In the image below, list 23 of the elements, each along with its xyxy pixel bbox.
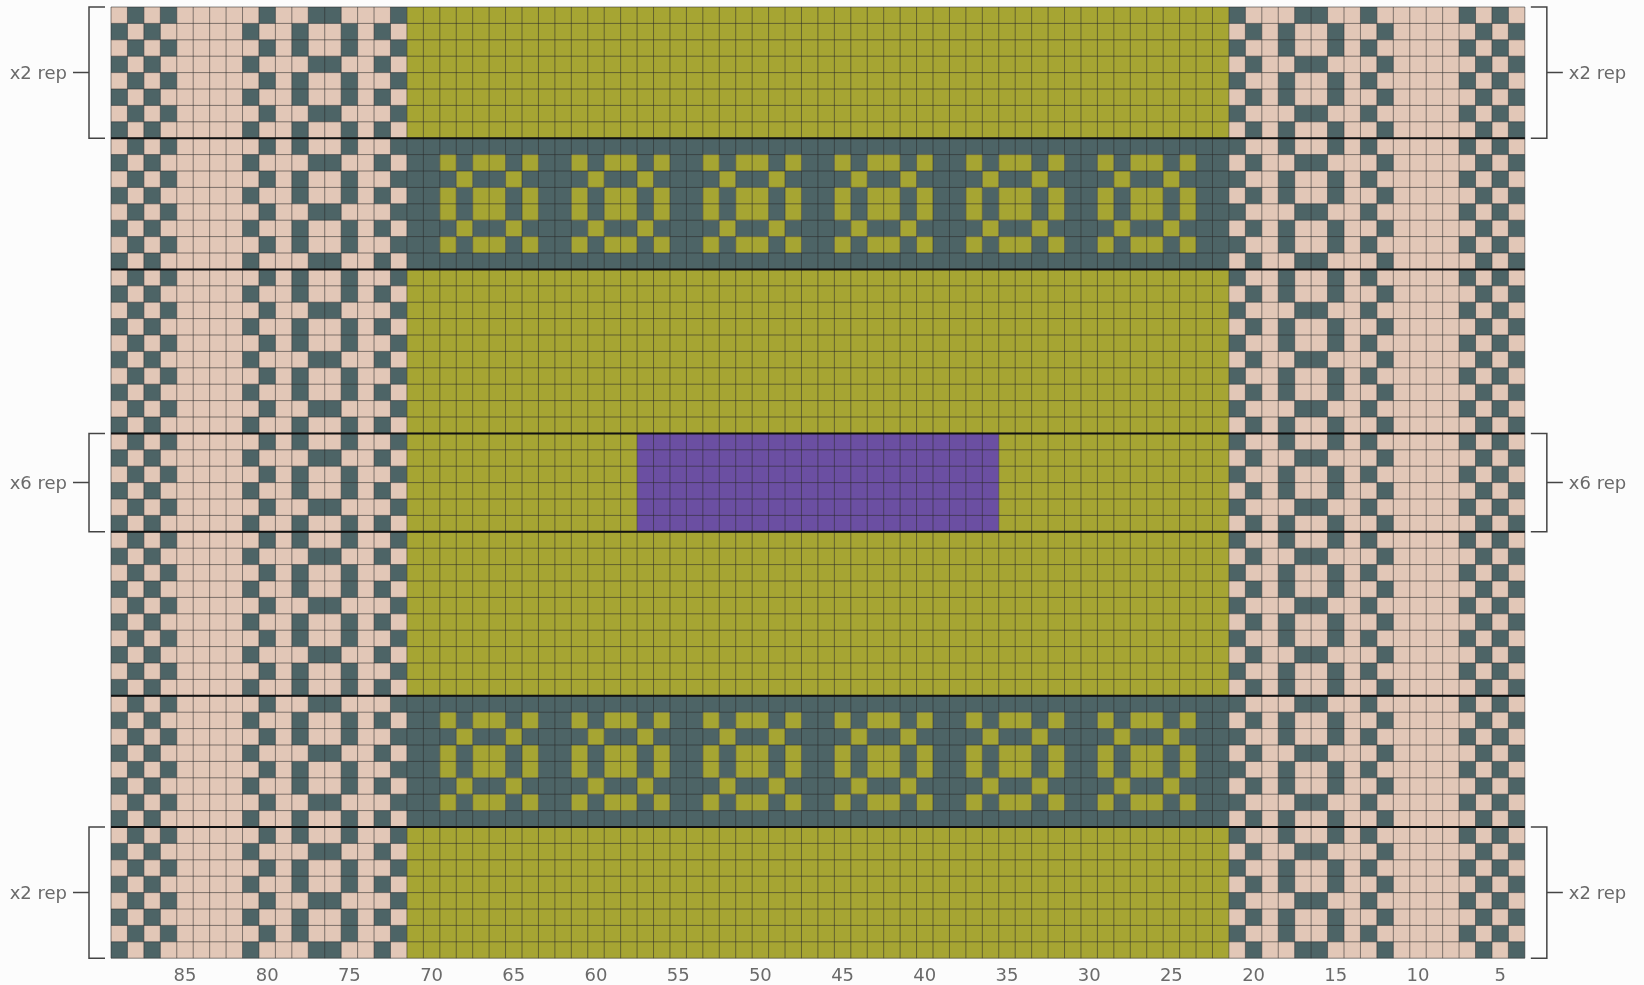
column-number: 50 [748,965,772,985]
column-number: 45 [831,965,855,985]
column-number: 10 [1406,965,1430,985]
column-number: 85 [173,965,197,985]
column-number: 75 [337,965,361,985]
column-number: 5 [1494,965,1506,985]
repeat-label: x2 rep [9,882,67,903]
repeat-label: x6 rep [9,472,67,493]
column-number: 25 [1159,965,1183,985]
column-number: 20 [1242,965,1266,985]
column-number: 35 [995,965,1019,985]
column-number: 65 [502,965,526,985]
column-number: 70 [420,965,444,985]
column-number: 30 [1077,965,1101,985]
repeat-label: x2 rep [9,62,67,83]
repeat-label: x6 rep [1568,472,1627,493]
column-number: 40 [913,965,937,985]
repeat-label: x2 rep [1568,882,1627,903]
column-number: 15 [1324,965,1348,985]
column-number: 60 [584,965,608,985]
column-number: 80 [255,965,279,985]
repeat-label: x2 rep [1568,62,1627,83]
column-number: 55 [666,965,690,985]
